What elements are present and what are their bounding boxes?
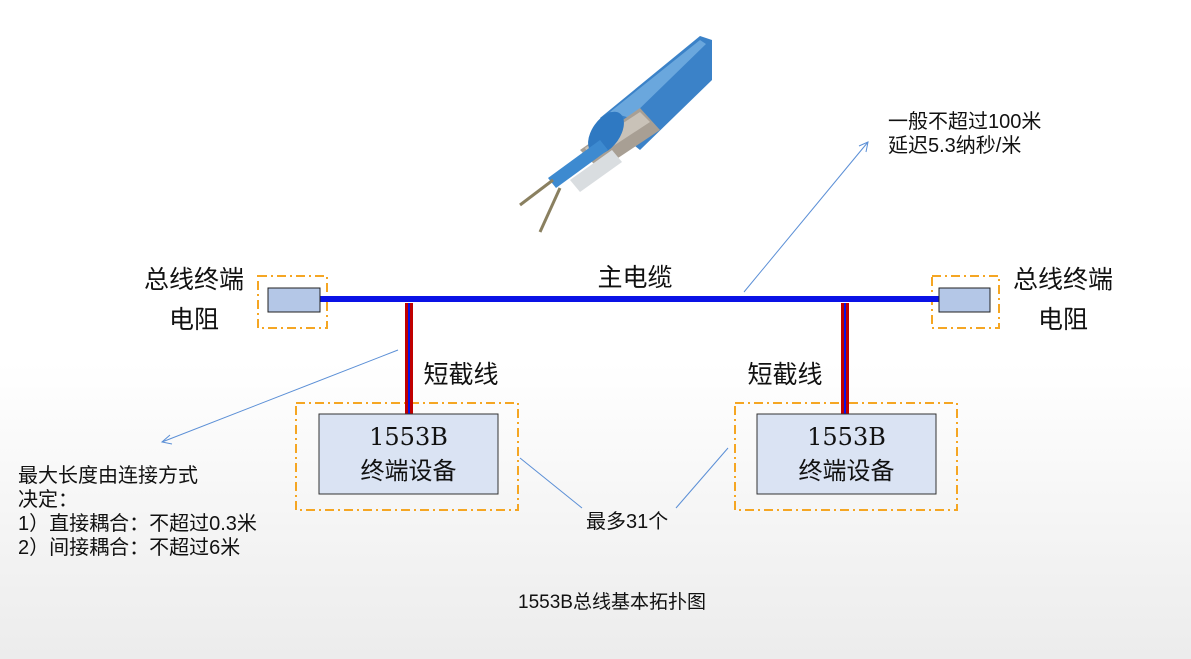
left-terminator-line1: 总线终端 bbox=[143, 265, 244, 294]
left-device-box bbox=[318, 413, 499, 495]
cable-note-line1: 一般不超过100米 bbox=[888, 111, 1042, 133]
right-stub-label: 短截线 bbox=[747, 360, 823, 389]
cable-note-arrow bbox=[743, 141, 869, 293]
stub-note-line3: 1）直接耦合：不超过0.3米 bbox=[18, 513, 257, 535]
stub-note-line4: 2）间接耦合：不超过6米 bbox=[18, 537, 241, 559]
diagram-caption: 1553B总线基本拓扑图 bbox=[518, 592, 706, 613]
left-device-label: 1553B 终端设备 bbox=[319, 420, 498, 488]
stub-note-line2: 决定： bbox=[18, 489, 78, 511]
left-device-line1: 1553B bbox=[369, 423, 448, 451]
stub-length-note: 最大长度由连接方式 决定： 1）直接耦合：不超过0.3米 2）间接耦合：不超过6… bbox=[18, 464, 257, 560]
left-device-line2: 终端设备 bbox=[360, 457, 457, 485]
cable-note-line2: 延迟5.3纳秒/米 bbox=[888, 135, 1022, 157]
right-terminator-label: 总线终端 电阻 bbox=[999, 260, 1127, 340]
stub-note-arrow bbox=[161, 349, 399, 443]
max-devices-label: 最多31个 bbox=[586, 511, 669, 533]
left-resistor bbox=[267, 287, 321, 313]
right-terminator-line1: 总线终端 bbox=[1012, 265, 1113, 294]
max-count-right-line bbox=[675, 447, 729, 509]
stub-note-line1: 最大长度由连接方式 bbox=[18, 465, 198, 487]
right-device-frame bbox=[734, 402, 958, 511]
right-device-label: 1553B 终端设备 bbox=[757, 420, 936, 488]
right-terminator-line2: 电阻 bbox=[1037, 305, 1088, 334]
left-stub-label: 短截线 bbox=[423, 360, 499, 389]
cable-note: 一般不超过100米 延迟5.3纳秒/米 bbox=[888, 110, 1041, 158]
left-terminator-line2: 电阻 bbox=[168, 305, 219, 334]
left-terminator-label: 总线终端 电阻 bbox=[130, 260, 258, 340]
right-device-line1: 1553B bbox=[807, 423, 886, 451]
left-device-frame bbox=[295, 402, 519, 511]
main-cable-label: 主电缆 bbox=[597, 263, 673, 292]
max-count-left-line bbox=[519, 457, 583, 509]
right-device-box bbox=[756, 413, 937, 495]
right-device-line2: 终端设备 bbox=[798, 457, 895, 485]
right-resistor bbox=[938, 287, 991, 313]
